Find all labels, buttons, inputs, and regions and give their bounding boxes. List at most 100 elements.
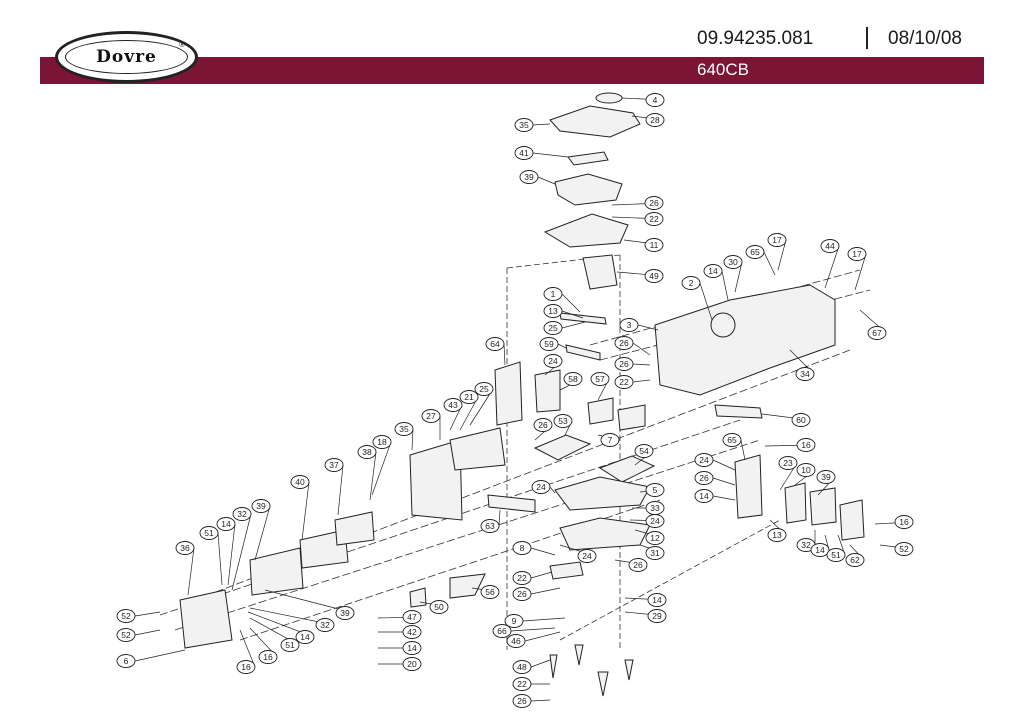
callout-number: 16 xyxy=(801,440,811,450)
callout-number: 51 xyxy=(285,640,295,650)
callout-bubble xyxy=(845,553,865,567)
part-11-top-casting xyxy=(543,213,629,248)
callout-leader-line xyxy=(734,261,743,293)
part-callout: 29 xyxy=(624,609,667,623)
callout-number: 22 xyxy=(517,679,527,689)
part-callout: 43 xyxy=(443,398,463,431)
part-callout: 26 xyxy=(614,336,651,356)
callout-bubble xyxy=(512,587,532,601)
callout-number: 14 xyxy=(221,519,231,529)
callout-leader-line xyxy=(632,342,651,356)
callout-leader-line xyxy=(301,481,310,541)
callout-bubble xyxy=(645,113,665,127)
callout-bubble xyxy=(694,489,714,503)
callout-bubble xyxy=(443,398,463,412)
part-callout: 57 xyxy=(590,372,610,401)
callout-leader-line xyxy=(712,459,736,471)
part-27-front-casting xyxy=(449,427,506,471)
part-callout: 26 xyxy=(694,471,736,486)
callout-number: 62 xyxy=(850,555,860,565)
part-callout: 14 xyxy=(810,534,830,557)
callout-bubble xyxy=(543,354,563,368)
part-callout: 5 xyxy=(639,483,665,497)
callout-bubble xyxy=(644,212,664,226)
part-callout: 14 xyxy=(624,593,667,607)
callout-number: 56 xyxy=(485,587,495,597)
callout-leader-line xyxy=(632,363,651,366)
callout-number: 35 xyxy=(519,120,529,130)
callout-number: 10 xyxy=(801,465,811,475)
callout-leader-line xyxy=(510,627,556,632)
callout-number: 52 xyxy=(121,630,131,640)
part-5-ash-pan xyxy=(554,476,651,511)
callout-number: 7 xyxy=(608,435,613,445)
callout-leader-line xyxy=(763,251,776,276)
part-callout: 26 xyxy=(614,558,648,572)
callout-bubble xyxy=(614,357,634,371)
part-callout: 65 xyxy=(722,433,746,461)
part-callout: 59 xyxy=(539,337,567,351)
callout-number: 3 xyxy=(627,320,632,330)
callout-leader-line xyxy=(699,282,713,321)
part-callout: 2 xyxy=(681,276,713,321)
callout-number: 2 xyxy=(689,278,694,288)
callout-leader-line xyxy=(371,441,392,496)
callout-bubble xyxy=(512,660,532,674)
callout-bubble xyxy=(429,600,449,614)
callout-leader-line xyxy=(712,495,736,501)
callout-number: 50 xyxy=(434,602,444,612)
callout-leader-line xyxy=(254,505,271,561)
callout-bubble xyxy=(826,548,846,562)
part-49-heat-shield xyxy=(582,254,618,290)
callout-bubble xyxy=(236,660,256,674)
callout-bubble xyxy=(480,519,500,533)
callout-leader-line xyxy=(134,629,161,636)
callout-number: 4 xyxy=(653,95,658,105)
part-callout: 14 xyxy=(378,641,422,655)
callout-number: 24 xyxy=(582,551,592,561)
callout-leader-line xyxy=(369,451,377,501)
callout-number: 35 xyxy=(399,424,409,434)
callout-bubble xyxy=(280,638,300,652)
callout-number: 32 xyxy=(237,509,247,519)
callout-number: 24 xyxy=(548,356,558,366)
part-60-deflector xyxy=(714,404,763,419)
callout-bubble xyxy=(543,304,563,318)
callout-bubble xyxy=(492,624,512,638)
callout-bubble xyxy=(357,445,377,459)
part-callout: 32 xyxy=(231,507,252,591)
callout-bubble xyxy=(459,390,479,404)
callout-bubble xyxy=(290,475,310,489)
logo-ring xyxy=(65,40,188,74)
callout-number: 12 xyxy=(650,533,660,543)
callout-number: 39 xyxy=(340,608,350,618)
callout-number: 28 xyxy=(650,115,660,125)
callout-bubble xyxy=(514,118,534,132)
callout-number: 16 xyxy=(899,517,909,527)
callout-leader-line xyxy=(411,428,414,451)
callout-number: 14 xyxy=(652,595,662,605)
callout-leader-line xyxy=(530,587,561,595)
callout-number: 22 xyxy=(517,573,527,583)
callout-bubble xyxy=(645,483,665,497)
callout-bubble xyxy=(647,593,667,607)
part-callout: 52 xyxy=(116,628,161,642)
callout-bubble xyxy=(723,255,743,269)
callout-number: 5 xyxy=(653,485,658,495)
callout-bubble xyxy=(232,507,252,521)
callout-leader-line xyxy=(459,396,479,431)
part-callout: 14 xyxy=(216,517,236,586)
callout-bubble xyxy=(614,375,634,389)
callout-number: 30 xyxy=(728,257,738,267)
callout-number: 39 xyxy=(524,172,534,182)
part-callout: 42 xyxy=(378,625,422,639)
callout-leader-line xyxy=(561,293,581,313)
part-callout: 38 xyxy=(357,445,377,501)
callout-leader-line xyxy=(134,649,186,662)
callout-bubble xyxy=(703,264,723,278)
part-callout: 8 xyxy=(512,541,556,556)
callout-number: 59 xyxy=(544,339,554,349)
callout-leader-line xyxy=(337,464,344,516)
part-callout: 52 xyxy=(879,542,914,556)
